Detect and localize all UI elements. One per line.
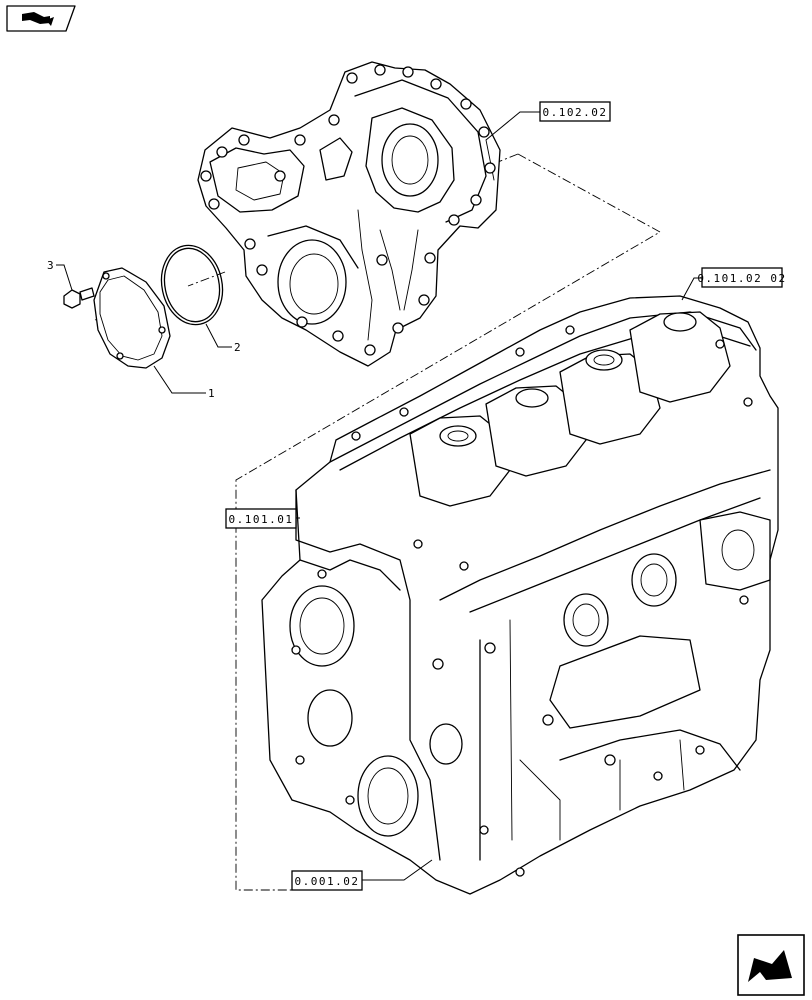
ref-box-timing-cover[interactable]: 0.102.02: [539, 101, 611, 122]
svg-text:0.102.02: 0.102.02: [543, 106, 608, 119]
svg-text:0.101.02 02: 0.101.02 02: [697, 272, 786, 285]
vehicle-page-icon[interactable]: [6, 5, 76, 32]
callout-3: 3: [47, 259, 54, 272]
leader-lines: [56, 111, 702, 881]
svg-text:0.101.01: 0.101.01: [229, 513, 294, 526]
timing-cover-drawing: [197, 61, 501, 367]
engine-block-drawing: [261, 295, 779, 895]
callout-1: 1: [208, 387, 215, 400]
screw-part: [63, 287, 95, 309]
svg-text:0.001.02: 0.001.02: [295, 875, 360, 888]
ref-box-cylinder-head[interactable]: 0.101.02 02: [697, 267, 786, 288]
cover-part: [93, 267, 171, 369]
o-ring-part: [160, 244, 224, 326]
next-page-arrow-icon[interactable]: [737, 934, 805, 996]
callout-2: 2: [234, 341, 241, 354]
ref-box-engine[interactable]: 0.001.02: [291, 870, 363, 891]
ref-box-crankcase[interactable]: 0.101.01: [225, 508, 297, 529]
